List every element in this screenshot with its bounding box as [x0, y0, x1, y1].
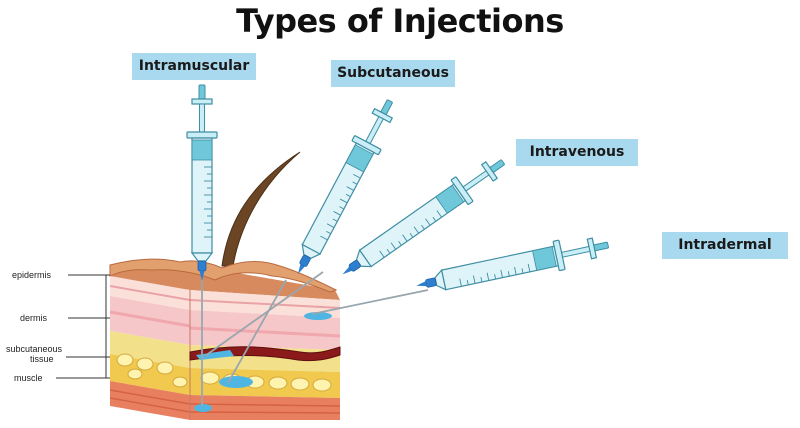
layer-ticks	[56, 274, 110, 379]
label-intravenous: Intravenous	[516, 139, 638, 166]
needles	[201, 271, 429, 406]
layer-label-epidermis: epidermis	[12, 270, 52, 280]
layer-label-muscle: muscle	[14, 373, 43, 383]
layer-label-dermis: dermis	[20, 313, 48, 323]
label-intradermal: Intradermal	[662, 232, 788, 259]
layer-label-tissue: tissue	[30, 354, 54, 364]
label-intramuscular: Intramuscular	[132, 53, 256, 80]
syringe-intradermal	[412, 229, 612, 302]
skin-cross-section	[109, 258, 341, 420]
syringe-intramuscular	[186, 84, 218, 282]
layer-label-subcutaneous: subcutaneous	[6, 344, 63, 354]
label-subcutaneous: Subcutaneous	[331, 60, 455, 87]
page-title: Types of Injections	[236, 2, 564, 40]
